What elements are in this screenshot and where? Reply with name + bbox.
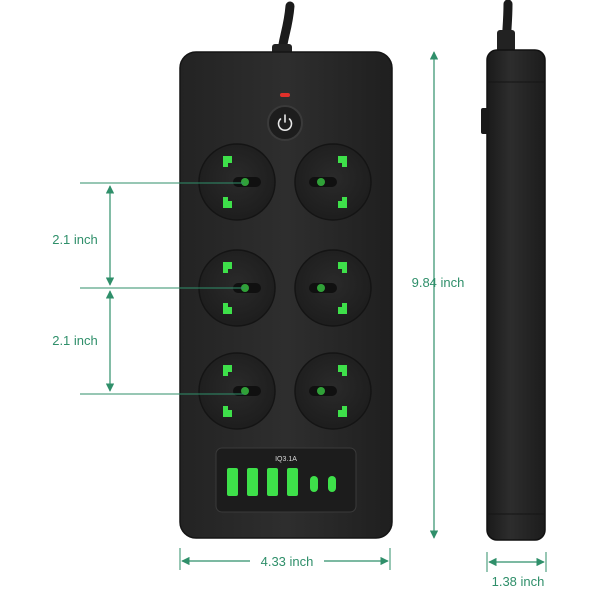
usb-a-port-4 <box>287 468 298 496</box>
length-label: 9.84 inch <box>412 275 465 290</box>
usb-c-port-2 <box>328 476 336 492</box>
usb-a-port-3 <box>267 468 278 496</box>
depth-label: 1.38 inch <box>492 574 545 589</box>
socket-right-1 <box>294 143 372 221</box>
socket-right-3 <box>294 352 372 430</box>
usb-a-port-2 <box>247 468 258 496</box>
usb-c-port-1 <box>310 476 318 492</box>
socket-left-1 <box>198 143 276 221</box>
usb-a-port-1 <box>227 468 238 496</box>
socket-right-2 <box>294 249 372 327</box>
cable-side-strain-relief <box>497 30 515 52</box>
power-strip-side <box>486 49 546 541</box>
width-label: 4.33 inch <box>261 554 314 569</box>
power-switch <box>267 105 303 141</box>
power-icon <box>277 114 293 131</box>
usb-panel-label: IQ3.1A <box>275 456 297 463</box>
side-switch-bump <box>481 108 489 134</box>
power-indicator-light <box>280 93 290 97</box>
spacing-top-label: 2.1 inch <box>52 232 98 247</box>
socket-left-3 <box>198 352 276 430</box>
spacing-bottom-label: 2.1 inch <box>52 333 98 348</box>
